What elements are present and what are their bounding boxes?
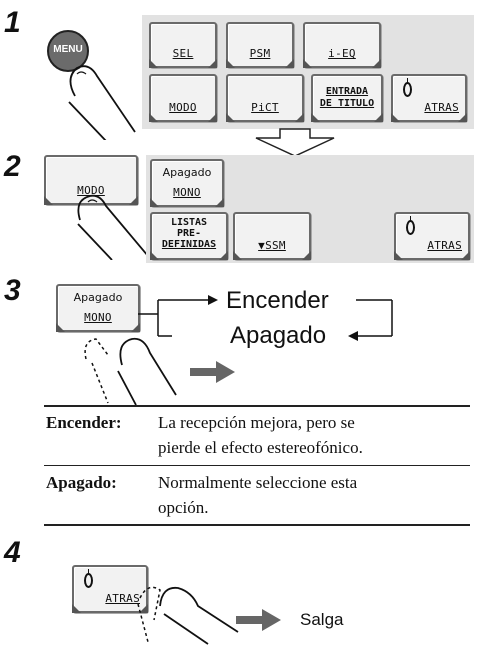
corner-mark — [149, 113, 158, 122]
corner-mark — [44, 196, 53, 205]
exit-label: Salga — [300, 610, 344, 629]
listas-label-line2: PRE- — [176, 228, 202, 239]
definition-text-encender-1: La recepción mejora, pero se — [158, 413, 355, 432]
corner-mark — [208, 59, 217, 68]
listas-label-line3: DEFINIDAS — [161, 239, 217, 250]
option-encender: Encender — [226, 287, 329, 314]
atras-label: ATRAS — [427, 239, 462, 252]
finger-illustration-4 — [137, 586, 239, 645]
step-number-1: 1 — [4, 6, 21, 39]
definition-term-encender: Encender: — [46, 413, 122, 432]
corner-mark — [139, 604, 148, 613]
step-number-3: 3 — [4, 274, 21, 307]
corner-mark — [303, 59, 312, 68]
atras-button-step2[interactable]: ATRAS — [394, 212, 470, 260]
pict-button[interactable]: PiCT — [226, 74, 304, 122]
atras-button-step1[interactable]: ATRAS — [391, 74, 467, 122]
ieq-label: i-EQ — [328, 47, 356, 60]
menu-button-label: MENU — [53, 44, 83, 55]
menu-button[interactable]: MENU — [47, 30, 89, 72]
mono-button-step2[interactable]: Apagado MONO — [150, 159, 224, 207]
atras-button-step4[interactable]: ATRAS — [72, 565, 148, 613]
modo-button-step2[interactable]: MODO — [44, 155, 138, 205]
definition-text-apagado-2: opción. — [158, 498, 209, 517]
finger-illustration-3 — [84, 337, 177, 405]
corner-mark — [208, 113, 217, 122]
right-arrow-icon — [236, 609, 281, 631]
mono-label: MONO — [173, 186, 201, 199]
definition-text-encender-2: pierde el efecto estereofónico. — [158, 438, 363, 457]
listas-predefinidas-button[interactable]: LISTAS PRE- DEFINIDAS — [150, 212, 228, 260]
corner-mark — [302, 251, 311, 260]
pict-label: PiCT — [251, 101, 279, 114]
corner-mark — [295, 113, 304, 122]
toggle-cycle-diagram — [138, 295, 393, 341]
definition-text-apagado-1: Normalmente seleccione esta — [158, 473, 358, 492]
modo-button[interactable]: MODO — [149, 74, 217, 122]
step-number-4: 4 — [4, 536, 21, 569]
back-knob-icon — [403, 78, 412, 97]
ssm-button[interactable]: ▼SSM — [233, 212, 311, 260]
corner-mark — [458, 113, 467, 122]
step-number-2: 2 — [4, 150, 21, 183]
psm-button[interactable]: PSM — [226, 22, 294, 68]
corner-mark — [394, 251, 403, 260]
right-arrow-icon — [190, 361, 235, 383]
back-knob-icon — [84, 569, 93, 588]
corner-mark — [372, 59, 381, 68]
psm-label: PSM — [249, 47, 271, 60]
corner-mark — [374, 113, 383, 122]
mono-status: Apagado — [162, 166, 212, 179]
corner-mark — [233, 251, 242, 260]
divider-bottom — [44, 524, 470, 526]
mono-button-step3[interactable]: Apagado MONO — [56, 284, 140, 332]
corner-mark — [215, 198, 224, 207]
entrada-label-line2: DE TITULO — [319, 98, 375, 109]
corner-mark — [150, 198, 159, 207]
corner-mark — [149, 59, 158, 68]
down-arrow-icon — [255, 128, 335, 157]
corner-mark — [150, 251, 159, 260]
finger-illustration-1 — [68, 65, 136, 140]
sel-button[interactable]: SEL — [149, 22, 217, 68]
option-apagado: Apagado — [230, 322, 327, 349]
modo-label: MODO — [169, 101, 197, 114]
corner-mark — [131, 323, 140, 332]
modo-label: MODO — [77, 184, 105, 197]
entrada-de-titulo-button[interactable]: ENTRADA DE TITULO — [311, 74, 383, 122]
corner-mark — [311, 113, 320, 122]
ieq-button[interactable]: i-EQ — [303, 22, 381, 68]
corner-mark — [129, 196, 138, 205]
definition-term-apagado: Apagado: — [46, 473, 117, 492]
ssm-row: ▼SSM — [235, 239, 309, 252]
corner-mark — [391, 113, 400, 122]
corner-mark — [56, 323, 65, 332]
corner-mark — [219, 251, 228, 260]
mono-label: MONO — [84, 311, 112, 324]
back-knob-icon — [406, 216, 415, 235]
corner-mark — [226, 113, 235, 122]
divider-top — [44, 405, 470, 407]
corner-mark — [72, 604, 81, 613]
corner-mark — [285, 59, 294, 68]
down-triangle-icon: ▼ — [258, 239, 266, 252]
mono-status: Apagado — [73, 291, 123, 304]
ssm-label: SSM — [265, 239, 286, 252]
entrada-label-line1: ENTRADA — [325, 86, 369, 97]
atras-label: ATRAS — [105, 592, 140, 605]
corner-mark — [226, 59, 235, 68]
listas-label-line1: LISTAS — [170, 217, 208, 228]
corner-mark — [461, 251, 470, 260]
divider-middle — [44, 465, 470, 466]
sel-label: SEL — [172, 47, 194, 60]
atras-label: ATRAS — [424, 101, 459, 114]
finger-illustration-2 — [77, 194, 149, 260]
